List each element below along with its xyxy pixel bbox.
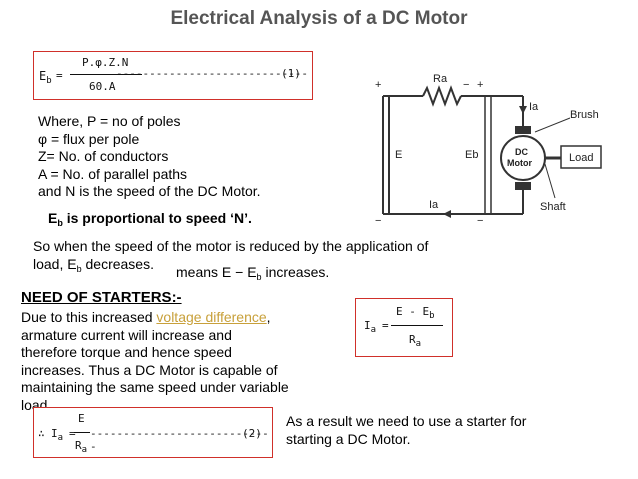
starter-line-4: increases. Thus a DC Motor is capable of (21, 361, 278, 378)
eqia-fraction-bar (391, 325, 443, 326)
label-minus-eb: − (477, 215, 483, 227)
brush-pointer (534, 117, 571, 133)
starter-line-5: maintaining the same speed under variabl… (21, 379, 289, 395)
label-eb: Eb (465, 149, 478, 161)
eq1-dashes: ----------------------------- (116, 67, 309, 80)
label-shaft: Shaft (540, 201, 566, 213)
conclusion-line-1: As a result we need to use a starter for (286, 413, 527, 429)
where-line: A = No. of parallel paths (38, 165, 188, 182)
eq1-tag: (1) (281, 67, 301, 80)
load-box (560, 145, 602, 169)
eq2-tag: (2) (242, 427, 262, 440)
label-minus-left: − (375, 215, 381, 227)
where-list: Where, P = no of poles φ = flux per pole… (38, 113, 261, 201)
eqia-numerator: E - Eb (396, 305, 435, 321)
speed-para-line2: load, Eb decreases. (33, 256, 154, 274)
where-line: Where, P = no of poles (38, 113, 181, 129)
voltage-difference-link[interactable]: voltage difference (156, 309, 267, 325)
label-load: Load (569, 152, 593, 164)
motor-brush-bottom (515, 182, 531, 190)
label-ra: Ra (433, 73, 448, 85)
shaft-pointer (544, 163, 556, 199)
means-statement: means E − Eb increases. (176, 264, 330, 282)
label-ia-bottom: Ia (429, 199, 439, 211)
eq2-lhs: Ia (51, 427, 64, 443)
starter-paragraph: Due to this increased voltage difference… (21, 309, 289, 414)
equation-2-box: ∴ Ia = E Ra ----------------------------… (33, 407, 273, 458)
label-brush: Brush (570, 109, 599, 121)
eqia-denominator: Ra (409, 333, 422, 349)
conclusion-line-2: starting a DC Motor. (286, 430, 411, 447)
eq1-fraction-bar (70, 74, 142, 75)
current-arrow-bottom (443, 210, 451, 218)
label-plus-left: + (375, 79, 381, 91)
where-line: φ = flux per pole (38, 130, 140, 147)
motor-brush-top (515, 126, 531, 134)
section-heading: NEED OF STARTERS:- (21, 289, 182, 306)
eq1-numerator: P.φ.Z.N (82, 56, 129, 69)
dc-motor-circuit-diagram: + − + Ra Ia E Eb DC Motor Brush Load Sha… (375, 73, 602, 227)
eq2-fraction-bar (74, 432, 90, 433)
eqia-lhs: Ia (364, 319, 377, 335)
conclusion: As a result we need to use a starter for… (286, 413, 526, 448)
eq2-therefore: ∴ (38, 427, 45, 440)
proportional-statement: Eb is proportional to speed ‘N’. (48, 210, 252, 228)
slide-title: Electrical Analysis of a DC Motor (170, 8, 468, 29)
eq2-dashes: ---------------------------- (90, 427, 269, 453)
eq2-numerator: E (78, 412, 85, 425)
eq2-denominator: Ra (75, 439, 88, 455)
eq1-denominator: 60.A (89, 80, 116, 93)
eqia-equals: = (382, 319, 389, 332)
eq2-equals: = (69, 427, 76, 440)
resistor-ra (422, 85, 462, 107)
where-line: Z= No. of conductors (38, 148, 169, 164)
eq1-lhs: Eb (39, 69, 52, 86)
speed-para-line1: So when the speed of the motor is reduce… (33, 238, 429, 254)
label-motor-l2: Motor (507, 158, 532, 168)
equation-ia-box: Ia = E - Eb Ra (355, 298, 453, 357)
where-line: and N is the speed of the DC Motor. (38, 183, 261, 199)
label-plus-eb: + (477, 79, 483, 91)
starter-line-3: therefore torque and hence speed (21, 344, 232, 360)
label-e: E (395, 149, 402, 161)
eq1-equals: = (56, 69, 63, 82)
current-arrow-top (519, 106, 527, 114)
equation-1-box: Eb = P.φ.Z.N 60.A ----------------------… (33, 51, 313, 100)
label-ia-top: Ia (529, 101, 539, 113)
starter-line-1: Due to this increased voltage difference… (21, 309, 271, 325)
label-minus-top: − (463, 79, 469, 91)
starter-line-2: armature current will increase and (21, 326, 232, 343)
label-motor-l1: DC (515, 147, 528, 157)
